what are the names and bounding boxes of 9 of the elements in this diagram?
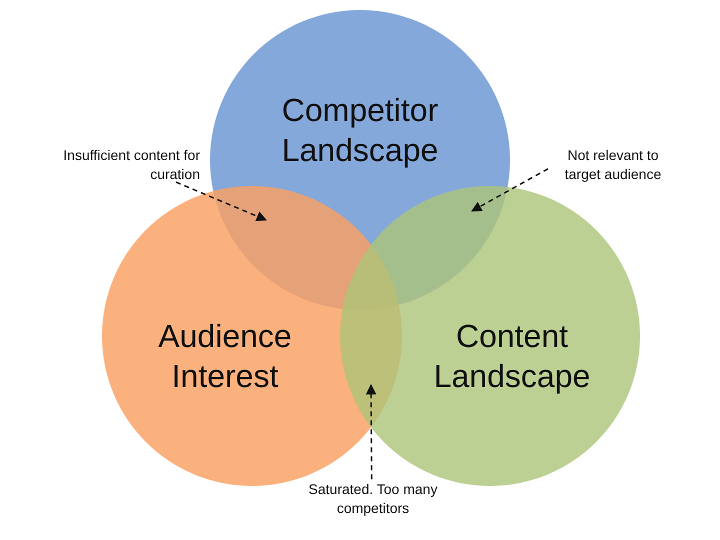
- callout-text: Saturated. Too many competitors: [306, 480, 440, 518]
- leader-line: [366, 384, 376, 480]
- leader-line: [471, 168, 548, 212]
- circle-label: Competitor Landscape: [280, 91, 440, 170]
- callout-text: Insufficient content for curation: [50, 146, 200, 184]
- callout-text: Not relevant to target audience: [548, 146, 678, 184]
- circle-label: Content Landscape: [432, 317, 592, 396]
- circle-label: Audience Interest: [157, 317, 293, 396]
- leader-line: [176, 181, 267, 222]
